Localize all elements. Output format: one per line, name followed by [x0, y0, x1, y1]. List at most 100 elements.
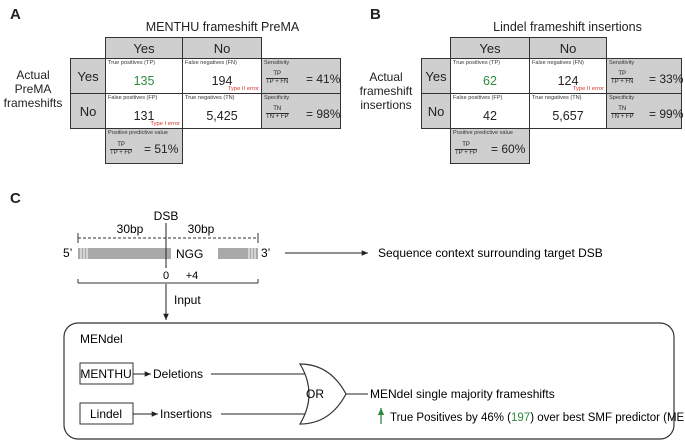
context-label: Sequence context surrounding target DSB: [378, 246, 603, 260]
panel-a-fn-cell: False negatives (FN) 194 Type II error: [182, 58, 262, 94]
frac-num: TP: [273, 71, 282, 77]
frac-den: TP + FP: [110, 149, 133, 156]
improve-prefix: True Positives by 46% (: [390, 412, 511, 424]
specificity-label: Specificity: [264, 95, 290, 101]
fp-value: 42: [483, 109, 497, 123]
panel-a-tp-cell: True positives (TP) 135: [105, 58, 183, 94]
row-axis-line: Actual: [369, 70, 403, 84]
improvement-text: True Positives by 46% (197) over best SM…: [390, 412, 685, 424]
ppv-value: = 60%: [491, 142, 526, 156]
fp-label: False positives (FP): [108, 95, 158, 101]
panel-a-col-no: No: [182, 37, 262, 59]
frac-den: TP + FN: [266, 78, 289, 85]
insertions-label: Insertions: [160, 407, 212, 421]
fp-label: False positives (FP): [453, 95, 503, 101]
panel-a-tn-cell: True negatives (TN) 5,425: [182, 93, 262, 129]
row-axis-line: insertions: [360, 98, 412, 112]
tn-label: True negatives (TN): [532, 95, 582, 101]
specificity-value: = 98%: [306, 107, 341, 121]
frac-num: TN: [618, 106, 627, 112]
improve-suffix: ) over best SMF predictor (MENTHU): [530, 412, 685, 424]
right-sequence-bar: [218, 248, 258, 259]
row-axis-line: PreMA: [14, 82, 52, 96]
panel-b-specificity-cell: Specificity TN TN + FP = 99%: [606, 93, 684, 129]
type-ii-error: Type II error: [572, 86, 604, 92]
panel-b-ppv-cell: Positive predictive value TP TP + FP = 6…: [450, 128, 530, 164]
panel-b-fp-cell: False positives (FP) 42: [450, 93, 530, 129]
tp-label: True positives (TP): [453, 60, 501, 66]
frac-num: TP: [462, 142, 470, 148]
dsb-label: DSB: [154, 209, 179, 223]
ppv-label: Positive predictive value: [453, 130, 514, 136]
tp-label: True positives (TP): [108, 60, 156, 66]
sensitivity-fraction: TP TP + FN: [611, 71, 634, 86]
specificity-fraction: TN TN + FP: [611, 106, 634, 121]
mendel-box: [63, 322, 675, 440]
sensitivity-value: = 41%: [306, 72, 341, 86]
type-ii-error: Type II error: [227, 86, 259, 92]
frac-den: TP + FP: [455, 149, 478, 156]
panel-a-specificity-cell: Specificity TN TN + FP = 98%: [261, 93, 341, 129]
fn-label: False negatives (FN): [532, 60, 584, 66]
frac-den: TN + FP: [611, 113, 634, 120]
right-bp-label: 30bp: [188, 222, 215, 236]
panel-a-title: MENTHU frameshift PreMA: [145, 20, 300, 34]
frac-num: TN: [273, 106, 282, 112]
panel-c-letter: C: [10, 190, 21, 207]
sensitivity-fraction: TP TP + FN: [266, 71, 289, 86]
or-gate: [298, 363, 347, 425]
panel-b-tn-cell: True negatives (TN) 5,657: [529, 93, 607, 129]
tp-value: 62: [483, 74, 497, 88]
tp-value: 135: [133, 74, 155, 88]
panel-b-row-axis-label: Actual frameshift insertions: [350, 70, 422, 112]
ppv-fraction: TP TP + FP: [455, 142, 478, 157]
input-label: Input: [174, 293, 201, 307]
panel-a-ppv-cell: Positive predictive value TP TP + FP = 5…: [105, 128, 183, 164]
ppv-value: = 51%: [144, 142, 179, 156]
ppv-label: Positive predictive value: [108, 130, 169, 136]
frac-den: TN + FP: [266, 113, 289, 120]
panel-a-row-axis-label: Actual PreMA frameshifts: [0, 68, 66, 110]
row-axis-line: Actual: [16, 68, 50, 82]
specificity-value: = 99%: [649, 107, 684, 121]
panel-b-row-yes: Yes: [421, 58, 451, 94]
panel-a-sensitivity-cell: Sensitivity TP TP + FN = 41%: [261, 58, 341, 94]
left-sequence-bar: [78, 248, 171, 259]
row-axis-line: frameshifts: [3, 96, 63, 110]
pos-plus4-label: +4: [186, 270, 199, 282]
or-label: OR: [306, 387, 324, 401]
frac-den: TP + FN: [611, 78, 634, 85]
frac-num: TP: [117, 142, 125, 148]
sensitivity-value: = 33%: [649, 72, 684, 86]
sensitivity-label: Sensitivity: [609, 60, 635, 66]
ngg-label: NGG: [176, 247, 203, 261]
panel-b-sensitivity-cell: Sensitivity TP TP + FN = 33%: [606, 58, 684, 94]
panel-b-letter: B: [370, 6, 381, 23]
improve-number: 197: [511, 412, 530, 424]
menthu-label: MENTHU: [80, 367, 131, 381]
sequence-hatch: [80, 248, 256, 259]
fn-value: 124: [557, 74, 579, 88]
fn-value: 194: [211, 74, 233, 88]
panel-b-title: Lindel frameshift insertions: [493, 20, 642, 34]
panel-b-row-no: No: [421, 93, 451, 129]
deletions-label: Deletions: [153, 367, 203, 381]
left-bp-label: 30bp: [117, 222, 144, 236]
lindel-label: Lindel: [90, 407, 122, 421]
sensitivity-label: Sensitivity: [264, 60, 290, 66]
panel-a-fp-cell: False positives (FP) 131 Type I error: [105, 93, 183, 129]
tn-label: True negatives (TN): [185, 95, 235, 101]
tn-value: 5,657: [552, 109, 584, 123]
fn-label: False negatives (FN): [185, 60, 237, 66]
panel-a-col-yes: Yes: [105, 37, 183, 59]
type-i-error: Type I error: [150, 121, 180, 127]
row-axis-line: frameshift: [359, 84, 413, 98]
ppv-fraction: TP TP + FP: [110, 142, 133, 157]
panel-a-row-no: No: [70, 93, 106, 129]
panel-b-fn-cell: False negatives (FN) 124 Type II error: [529, 58, 607, 94]
pos-zero-label: 0: [163, 270, 169, 282]
mendel-title: MENdel: [80, 332, 123, 346]
fp-value: 131: [133, 109, 155, 123]
five-prime-label: 5’: [63, 246, 72, 260]
